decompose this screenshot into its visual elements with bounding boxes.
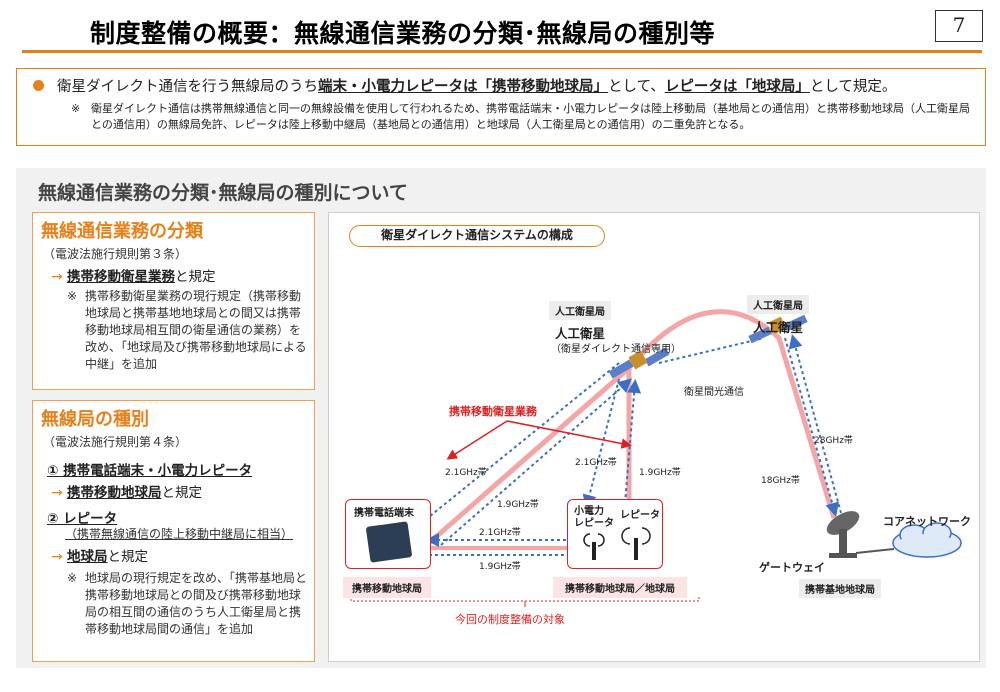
tag-base-earth: 携帯基地地球局 bbox=[799, 579, 881, 598]
box2-title: 無線局の種別 bbox=[41, 409, 149, 430]
page-number: 7 bbox=[935, 10, 983, 42]
summary-note: 衛星ダイレクト通信は携帯無線通信と同一の無線設備を使用して行われるため、携帯電話… bbox=[91, 102, 971, 131]
freq-label: 2.1GHz帯 bbox=[479, 528, 521, 538]
antenna-icon bbox=[583, 533, 605, 560]
feeder-down bbox=[784, 337, 839, 517]
downlink-repeater bbox=[582, 378, 620, 509]
arrow-icon: → bbox=[51, 485, 63, 501]
antenna-icon bbox=[621, 527, 651, 560]
box2-item2-result: 地球局 bbox=[67, 549, 108, 565]
summary-note-mark: ※ bbox=[71, 102, 81, 115]
freq-label: 2.1GHz帯 bbox=[575, 458, 617, 468]
freq-label: 1.9GHz帯 bbox=[479, 562, 521, 572]
box2-item1: ① 携帯電話端末・小電力レピータ bbox=[47, 463, 253, 479]
freq-label: 1.9GHz帯 bbox=[497, 500, 539, 510]
isl-label: 衛星間光通信 bbox=[684, 387, 744, 398]
box2-note-mark: ※ bbox=[67, 571, 78, 585]
title-underline bbox=[22, 50, 982, 53]
satellite-icon bbox=[748, 314, 808, 344]
sat1-tag: 人工衛星局 bbox=[549, 301, 611, 320]
freq-label: 1.9GHz帯 bbox=[639, 468, 681, 478]
freq-label: 2.1GHz帯 bbox=[445, 468, 487, 478]
satellite-icon bbox=[608, 347, 670, 379]
gateway-dish-icon bbox=[826, 511, 860, 558]
summary-post: として規定。 bbox=[809, 79, 897, 95]
section-title: 無線通信業務の分類･無線局の種別について bbox=[38, 182, 408, 204]
box1-result: 携帯移動衛星業務 bbox=[67, 269, 176, 285]
arrow-icon: → bbox=[51, 549, 63, 565]
page-title: 制度整備の概要：無線通信業務の分類･無線局の種別等 bbox=[90, 19, 716, 48]
summary-box: 衛星ダイレクト通信を行う無線局のうち端末・小電力レピータは「携帯移動地球局」とし… bbox=[16, 68, 986, 146]
diagram-title: 衛星ダイレクト通信システムの構成 bbox=[349, 225, 605, 247]
box2-item1-result-post: と規定 bbox=[161, 485, 203, 501]
summary-bold-2: レピータは「地球局」 bbox=[664, 79, 810, 95]
summary-bold-1: 端末・小電力レピータは「携帯移動地球局」 bbox=[318, 79, 608, 95]
red-service-label: 携帯移動衛星業務 bbox=[449, 405, 537, 418]
red-arrow-1 bbox=[446, 420, 508, 460]
feeder-up bbox=[788, 334, 842, 514]
sat2-tag: 人工衛星局 bbox=[747, 295, 809, 314]
sat2-name: 人工衛星 bbox=[753, 320, 804, 335]
repeater-device-box: 小電力 レピータ レピータ bbox=[567, 499, 663, 569]
service-classification-box: 無線通信業務の分類 （電波法施行規則第３条） → 携帯移動衛星業務と規定 ※ 携… bbox=[32, 212, 315, 390]
core-network-cloud-icon bbox=[892, 522, 962, 558]
title-bar: 制度整備の概要：無線通信業務の分類･無線局の種別等 7 bbox=[0, 0, 1000, 56]
phone-device-box: 携帯電話端末 bbox=[345, 499, 431, 569]
phone-label: 携帯電話端末 bbox=[354, 508, 414, 519]
summary-pre: 衛星ダイレクト通信を行う無線局のうち bbox=[57, 79, 318, 95]
bullet-icon bbox=[33, 80, 44, 91]
sat1-sub: （衛星ダイレクト通信専用） bbox=[551, 344, 681, 355]
station-type-box: 無線局の種別 （電波法施行規則第４条） ① 携帯電話端末・小電力レピータ → 携… bbox=[32, 400, 315, 662]
box2-rule: （電波法施行規則第４条） bbox=[43, 435, 188, 449]
box1-result-post: と規定 bbox=[175, 269, 216, 285]
repeater-label: レピータ bbox=[620, 510, 660, 521]
sat1-name: 人工衛星 bbox=[555, 326, 606, 341]
freq-label: 18GHz帯 bbox=[761, 476, 800, 486]
small-repeater-label: 小電力 レピータ bbox=[574, 506, 614, 529]
box1-title: 無線通信業務の分類 bbox=[41, 221, 203, 242]
summary-mid: として、 bbox=[608, 79, 665, 95]
box2-item2-sub: （携帯無線通信の陸上移動中継局に相当） bbox=[65, 527, 294, 541]
box1-note-mark: ※ bbox=[67, 289, 78, 303]
core-network-label: コアネットワーク bbox=[883, 515, 971, 528]
smartphone-icon bbox=[365, 521, 413, 563]
summary-main: 衛星ダイレクト通信を行う無線局のうち端末・小電力レピータは「携帯移動地球局」とし… bbox=[57, 75, 896, 96]
tag-mobile-earth-station: 携帯移動地球局／地球局 bbox=[553, 577, 687, 598]
arrow-icon: → bbox=[51, 269, 63, 285]
box1-rule: （電波法施行規則第３条） bbox=[43, 247, 188, 261]
freq-label: 28GHz帯 bbox=[814, 436, 853, 446]
box2-item1-result: 携帯移動地球局 bbox=[67, 485, 162, 501]
box2-note: 地球局の現行規定を改め、「携帯基地局と携帯移動地球局との間及び携帯移動地球局の相… bbox=[85, 571, 308, 636]
section-panel: 無線通信業務の分類･無線局の種別について 無線通信業務の分類 （電波法施行規則第… bbox=[16, 168, 986, 668]
tag-mobile-earth: 携帯移動地球局 bbox=[343, 577, 431, 598]
box2-item2-result-post: と規定 bbox=[107, 549, 149, 565]
downlink-phone bbox=[415, 362, 620, 528]
gateway-core-link bbox=[855, 548, 895, 554]
target-label: 今回の制度整備の対象 bbox=[455, 613, 565, 626]
box2-item2: ② レピータ bbox=[47, 511, 118, 527]
box1-note: 携帯移動衛星業務の現行規定（携帯移動地球局と携帯基地地球局との間又は携帯移動地球… bbox=[85, 289, 307, 371]
diagram-lines bbox=[350, 309, 962, 607]
system-diagram: 衛星ダイレクト通信システムの構成 bbox=[328, 212, 980, 662]
red-arrow-2 bbox=[506, 420, 632, 449]
gateway-label: ゲートウェイ bbox=[759, 561, 825, 574]
